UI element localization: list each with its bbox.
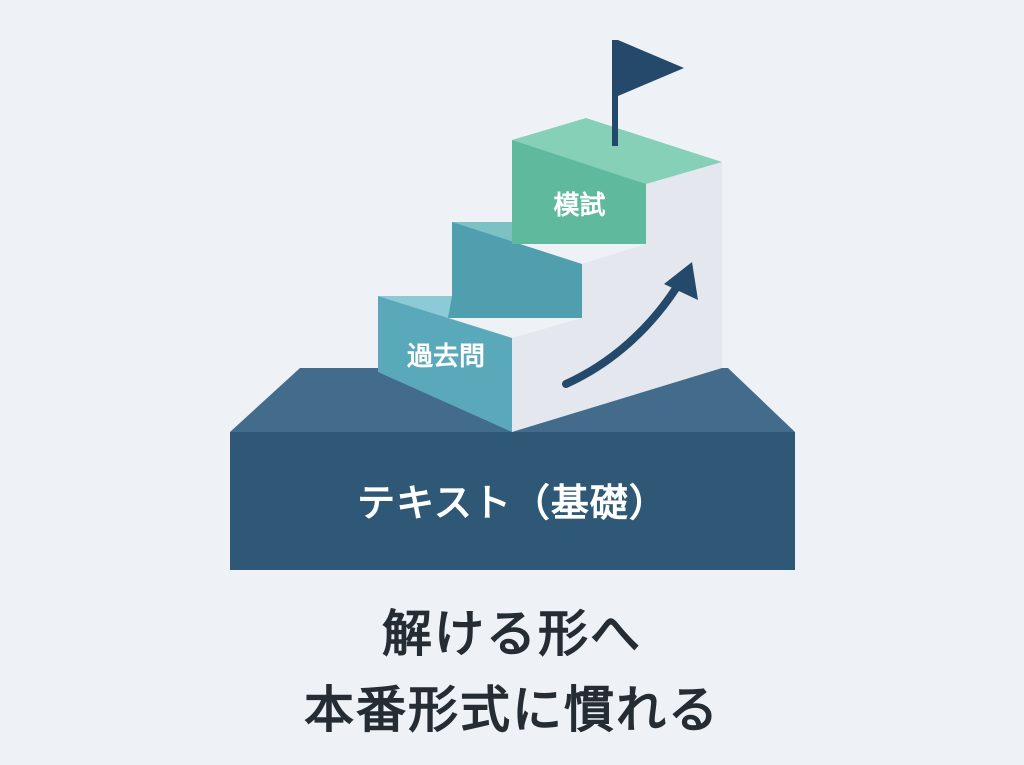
- step1-front-face: [378, 296, 512, 432]
- step2-front-face: [448, 222, 582, 318]
- caption-line-1: 解ける形へ: [382, 605, 642, 663]
- stairs-side-face: [512, 162, 722, 432]
- caption-line-2: 本番形式に慣れる: [304, 681, 720, 739]
- step3-front-face: [512, 140, 646, 244]
- up-arrow-icon: [562, 262, 698, 388]
- flag-icon: [612, 40, 684, 146]
- base-label-textbook: テキスト（基礎）: [357, 481, 668, 525]
- step-label-mock-exam: 模試: [553, 191, 606, 221]
- step-label-past-exams: 過去問: [406, 342, 485, 372]
- staircase-diagram: [230, 40, 795, 570]
- base-front-face: [230, 432, 795, 570]
